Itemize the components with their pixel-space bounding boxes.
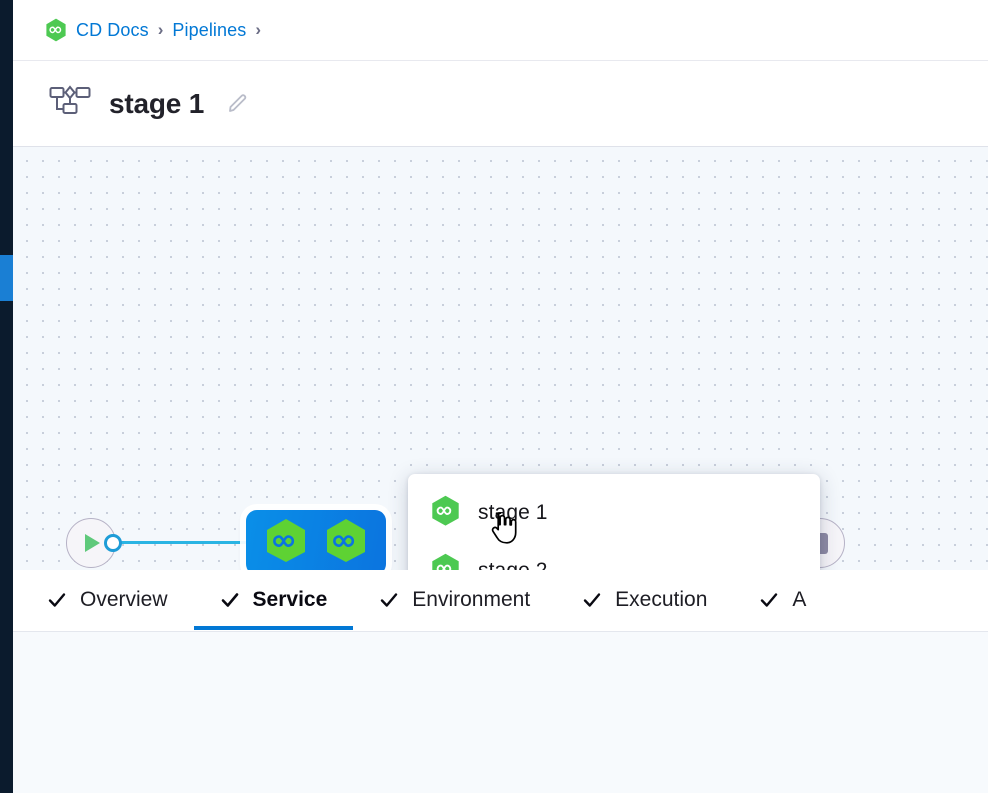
check-icon	[48, 593, 66, 607]
stage-selection-dropdown[interactable]: stage 1 stage 2	[408, 474, 820, 570]
check-icon	[381, 593, 398, 607]
check-icon	[583, 593, 601, 607]
pipeline-canvas[interactable]: stage 1 + 1 more stages Add Stage stage …	[13, 147, 988, 570]
page-title: stage 1	[109, 87, 205, 119]
harness-hex-icon	[431, 553, 460, 570]
dropdown-item-label: stage 2	[478, 559, 548, 570]
tab-advanced[interactable]: A	[733, 570, 832, 630]
page-header: stage 1	[13, 61, 988, 147]
tab-label: Execution	[615, 588, 708, 611]
stage-tabs: Overview Service Environment Execution A	[13, 570, 988, 632]
service-form-panel: Select Service Kubernetes	[13, 632, 988, 793]
breadcrumb: CD Docs › Pipelines ›	[13, 0, 988, 61]
check-icon	[221, 593, 238, 607]
pipeline-diagram-icon	[49, 84, 91, 123]
tab-label: Service	[252, 588, 328, 611]
rail-active-indicator	[0, 255, 13, 301]
left-nav-rail	[0, 0, 13, 793]
pencil-icon[interactable]	[222, 89, 252, 119]
chevron-right-icon: ›	[157, 20, 164, 39]
harness-hex-icon	[45, 18, 67, 42]
tab-label: A	[792, 588, 807, 611]
tab-environment[interactable]: Environment	[353, 570, 556, 630]
play-icon	[85, 534, 100, 552]
dropdown-item-stage-1[interactable]: stage 1	[408, 484, 820, 542]
dropdown-item-label: stage 1	[478, 501, 548, 524]
tab-execution[interactable]: Execution	[556, 570, 733, 630]
tab-service[interactable]: Service	[193, 570, 354, 630]
harness-hex-icon	[431, 495, 460, 531]
breadcrumb-link-pipelines[interactable]: Pipelines	[172, 19, 247, 40]
tab-label: Overview	[80, 588, 168, 611]
harness-hex-icon	[265, 518, 307, 568]
tab-label: Environment	[412, 588, 531, 611]
pointing-hand-cursor	[490, 511, 520, 552]
breadcrumb-link-cd-docs[interactable]: CD Docs	[76, 19, 149, 40]
chevron-right-icon: ›	[255, 20, 262, 39]
pipeline-edge	[119, 541, 249, 544]
tab-overview[interactable]: Overview	[13, 570, 194, 630]
check-icon	[761, 593, 778, 607]
start-connector-dot[interactable]	[104, 534, 122, 552]
dropdown-item-stage-2[interactable]: stage 2	[408, 542, 820, 570]
stage-group-node[interactable]	[246, 510, 386, 570]
harness-hex-icon	[325, 518, 367, 568]
